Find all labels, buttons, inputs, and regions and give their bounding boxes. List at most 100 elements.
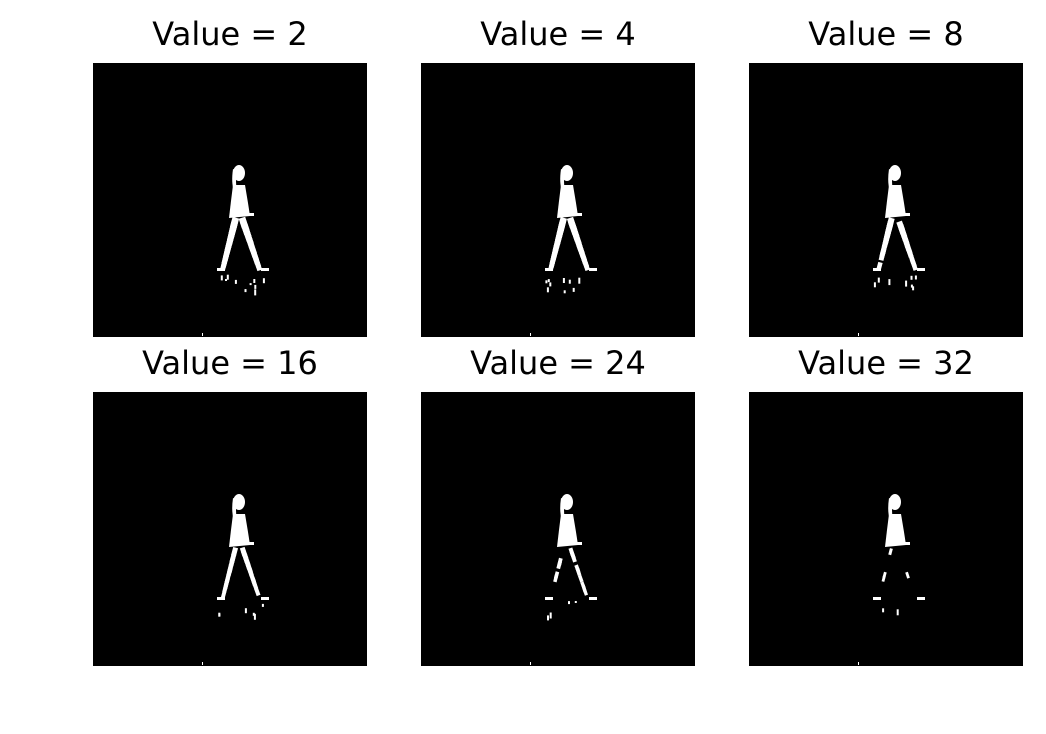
noise-pixel bbox=[572, 287, 575, 292]
noise-pixel bbox=[547, 615, 549, 621]
noise-pixel bbox=[882, 608, 885, 613]
mask-background bbox=[421, 63, 695, 337]
noise-pixel bbox=[877, 277, 880, 283]
silhouette-mask-2 bbox=[421, 63, 695, 337]
noise-pixel bbox=[578, 277, 581, 284]
panel-image-2 bbox=[421, 63, 695, 337]
panel-image-5 bbox=[421, 392, 695, 666]
panel-title-6: Value = 32 bbox=[798, 344, 974, 382]
hand-shape bbox=[574, 542, 582, 545]
panel-title-3: Value = 8 bbox=[808, 15, 964, 53]
panel-title-2: Value = 4 bbox=[480, 15, 636, 53]
edge-speck bbox=[858, 333, 859, 336]
foot-shape bbox=[589, 597, 597, 600]
hand-shape bbox=[574, 213, 582, 216]
panel-image-1 bbox=[93, 63, 367, 337]
noise-pixel bbox=[888, 279, 891, 286]
noise-pixel bbox=[914, 275, 917, 280]
silhouette-mask-3 bbox=[749, 63, 1023, 337]
panel-title-4: Value = 16 bbox=[142, 344, 318, 382]
edge-speck bbox=[202, 333, 203, 336]
leg-segment bbox=[556, 561, 562, 570]
foot-shape bbox=[217, 268, 225, 271]
leg-segment bbox=[582, 588, 589, 596]
noise-pixel bbox=[252, 612, 255, 616]
leg-segment bbox=[582, 261, 591, 272]
noise-pixel bbox=[546, 287, 549, 293]
noise-pixel bbox=[218, 612, 221, 617]
leg-segment bbox=[231, 546, 239, 557]
leg-segment bbox=[220, 591, 227, 600]
noise-pixel bbox=[549, 282, 552, 287]
noise-pixel bbox=[910, 284, 913, 288]
foot-shape bbox=[873, 268, 881, 271]
leg-segment bbox=[247, 567, 254, 577]
noise-pixel bbox=[254, 284, 257, 289]
foot-shape bbox=[873, 597, 881, 600]
foot-shape bbox=[545, 597, 553, 600]
noise-pixel bbox=[249, 283, 252, 286]
torso-shape bbox=[885, 185, 906, 218]
leg-segment bbox=[570, 554, 577, 563]
mask-background bbox=[93, 392, 367, 666]
leg-segment bbox=[222, 584, 229, 593]
leg-segment bbox=[577, 574, 584, 583]
panel-title-5: Value = 24 bbox=[470, 344, 646, 382]
foot-shape bbox=[261, 597, 269, 600]
leg-segment bbox=[226, 567, 233, 577]
leg-segment bbox=[548, 261, 555, 271]
noise-pixel bbox=[910, 275, 913, 280]
foot-shape bbox=[261, 268, 269, 271]
noise-pixel bbox=[225, 279, 227, 281]
silhouette-mask-5 bbox=[421, 392, 695, 666]
noise-pixel bbox=[547, 279, 550, 283]
noise-pixel bbox=[234, 279, 237, 284]
noise-pixel bbox=[549, 612, 552, 619]
leg-segment bbox=[553, 574, 559, 583]
mask-background bbox=[749, 63, 1023, 337]
noise-pixel bbox=[226, 274, 229, 280]
hand-shape bbox=[902, 542, 910, 545]
noise-pixel bbox=[220, 275, 223, 281]
noise-pixel bbox=[261, 603, 264, 607]
noise-pixel bbox=[873, 282, 876, 288]
panel-title-1: Value = 2 bbox=[152, 15, 308, 53]
noise-pixel bbox=[896, 609, 899, 616]
leg-segment bbox=[254, 261, 263, 272]
noise-pixel bbox=[563, 290, 566, 294]
leg-segment bbox=[254, 587, 261, 597]
noise-pixel bbox=[262, 278, 265, 284]
noise-pixel bbox=[905, 280, 908, 287]
leg-segment bbox=[878, 251, 886, 261]
panel-image-3 bbox=[749, 63, 1023, 337]
noise-pixel bbox=[912, 286, 915, 291]
edge-speck bbox=[858, 662, 859, 665]
leg-segment bbox=[575, 567, 582, 576]
hand-shape bbox=[902, 213, 910, 216]
mask-background bbox=[93, 63, 367, 337]
silhouette-mask-1 bbox=[93, 63, 367, 337]
noise-pixel bbox=[568, 279, 571, 284]
panel-image-6 bbox=[749, 392, 1023, 666]
foot-shape bbox=[545, 268, 553, 271]
hand-shape bbox=[246, 542, 254, 545]
noise-pixel bbox=[545, 280, 548, 284]
leg-segment bbox=[228, 557, 236, 567]
edge-speck bbox=[530, 662, 531, 665]
edge-speck bbox=[530, 333, 531, 336]
foot-shape bbox=[589, 268, 597, 271]
noise-pixel bbox=[254, 289, 257, 296]
torso-shape bbox=[229, 514, 250, 547]
noise-pixel bbox=[253, 613, 256, 620]
torso-shape bbox=[229, 185, 250, 218]
foot-shape bbox=[217, 597, 225, 600]
noise-pixel bbox=[244, 608, 247, 614]
torso-shape bbox=[885, 514, 906, 547]
foot-shape bbox=[917, 268, 925, 271]
noise-pixel bbox=[562, 278, 565, 283]
noise-pixel bbox=[244, 289, 247, 293]
noise-pixel bbox=[568, 601, 570, 605]
torso-shape bbox=[557, 185, 578, 218]
foot-shape bbox=[917, 597, 925, 600]
leg-segment bbox=[881, 237, 890, 248]
